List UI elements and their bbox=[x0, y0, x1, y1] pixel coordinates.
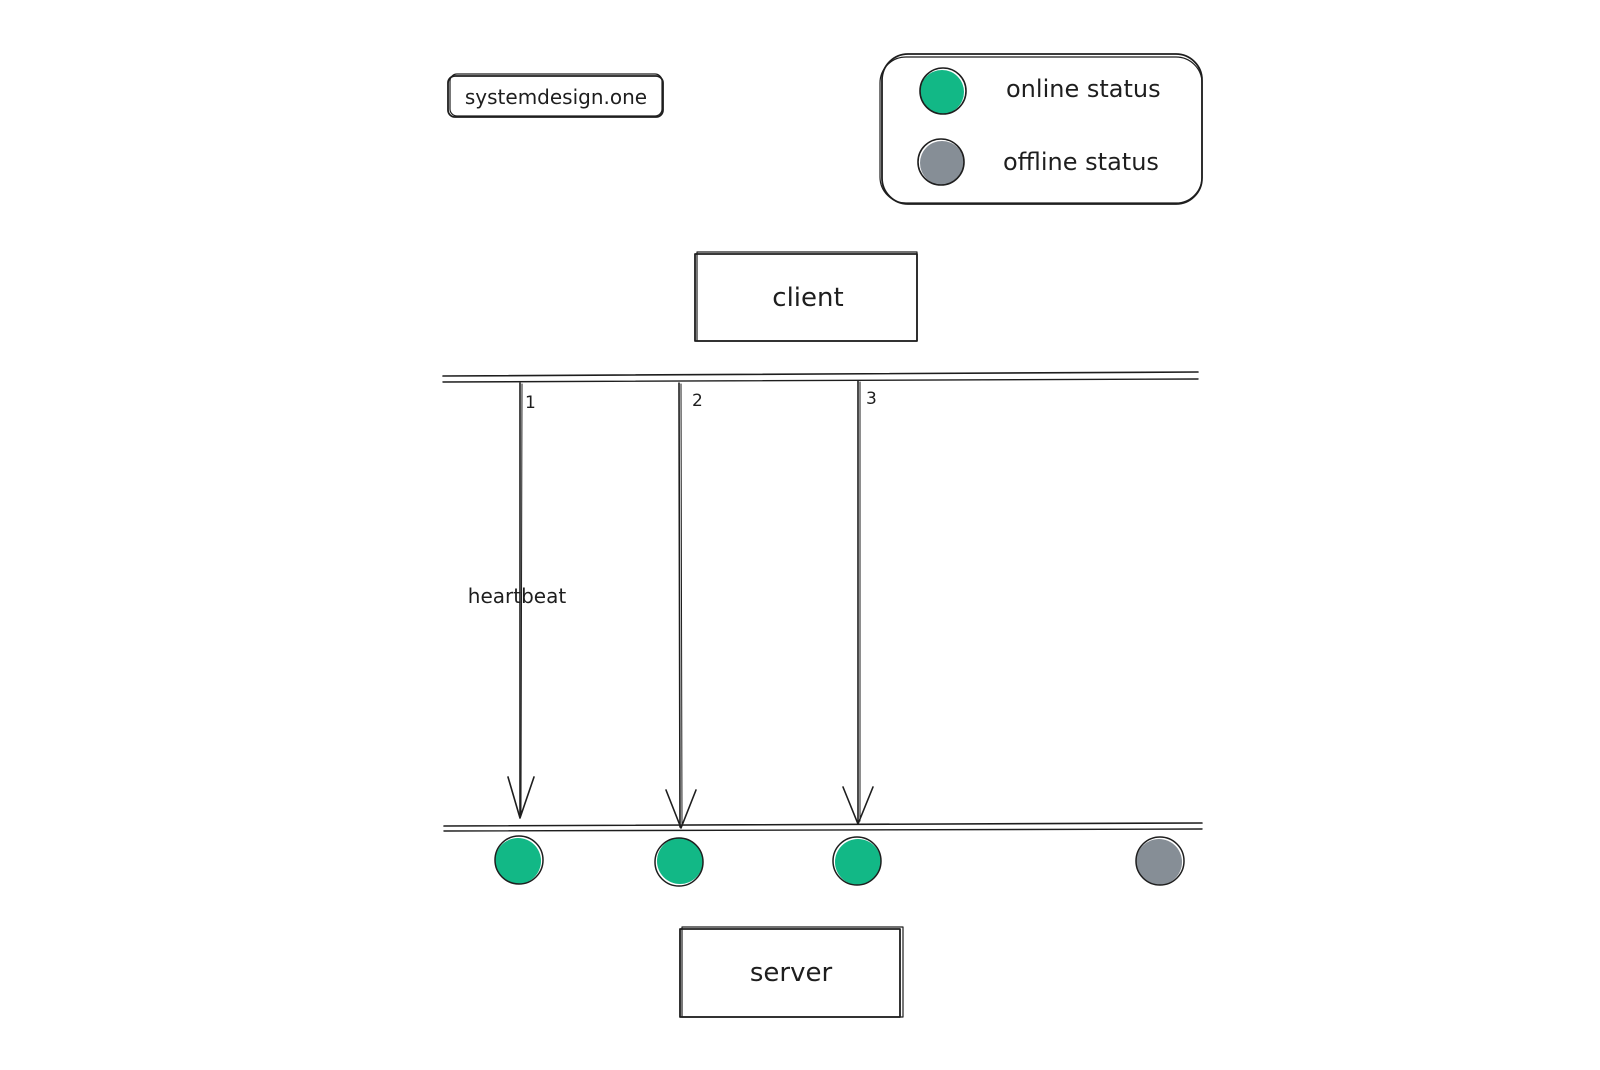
legend-label-offline: offline status bbox=[1003, 148, 1159, 176]
heartbeat-arrow-3: 3 bbox=[842, 380, 877, 825]
online-status-dot bbox=[835, 839, 881, 885]
online-status-dot bbox=[920, 70, 964, 114]
heartbeat-label: heartbeat bbox=[468, 584, 567, 608]
arrow-number-1: 1 bbox=[525, 393, 536, 413]
brand-tag: systemdesign.one bbox=[447, 73, 664, 118]
heartbeat-arrow-1: 1 heartbeat bbox=[468, 382, 567, 819]
status-dot-4 bbox=[1135, 836, 1185, 886]
legend-item-online: online status bbox=[919, 67, 1161, 115]
client-node: client bbox=[694, 251, 918, 342]
offline-status-dot bbox=[920, 141, 964, 185]
client-label: client bbox=[772, 283, 843, 313]
arrow-number-2: 2 bbox=[692, 391, 703, 411]
offline-status-dot bbox=[1136, 839, 1182, 885]
arrow-number-3: 3 bbox=[866, 389, 877, 409]
status-dot-3 bbox=[832, 836, 882, 886]
online-status-dot bbox=[657, 838, 703, 884]
status-dot-1 bbox=[494, 835, 544, 885]
brand-label: systemdesign.one bbox=[465, 85, 647, 109]
legend: online status offline status bbox=[879, 53, 1203, 205]
legend-label-online: online status bbox=[1006, 75, 1161, 103]
legend-item-offline: offline status bbox=[917, 138, 1159, 186]
status-dot-2 bbox=[654, 837, 704, 887]
client-timeline bbox=[442, 371, 1199, 383]
status-dots bbox=[494, 835, 1185, 887]
heartbeat-arrow-2: 2 bbox=[665, 382, 703, 829]
server-node: server bbox=[679, 926, 904, 1018]
online-status-dot bbox=[495, 838, 541, 884]
server-timeline bbox=[443, 822, 1203, 832]
server-label: server bbox=[750, 958, 833, 988]
